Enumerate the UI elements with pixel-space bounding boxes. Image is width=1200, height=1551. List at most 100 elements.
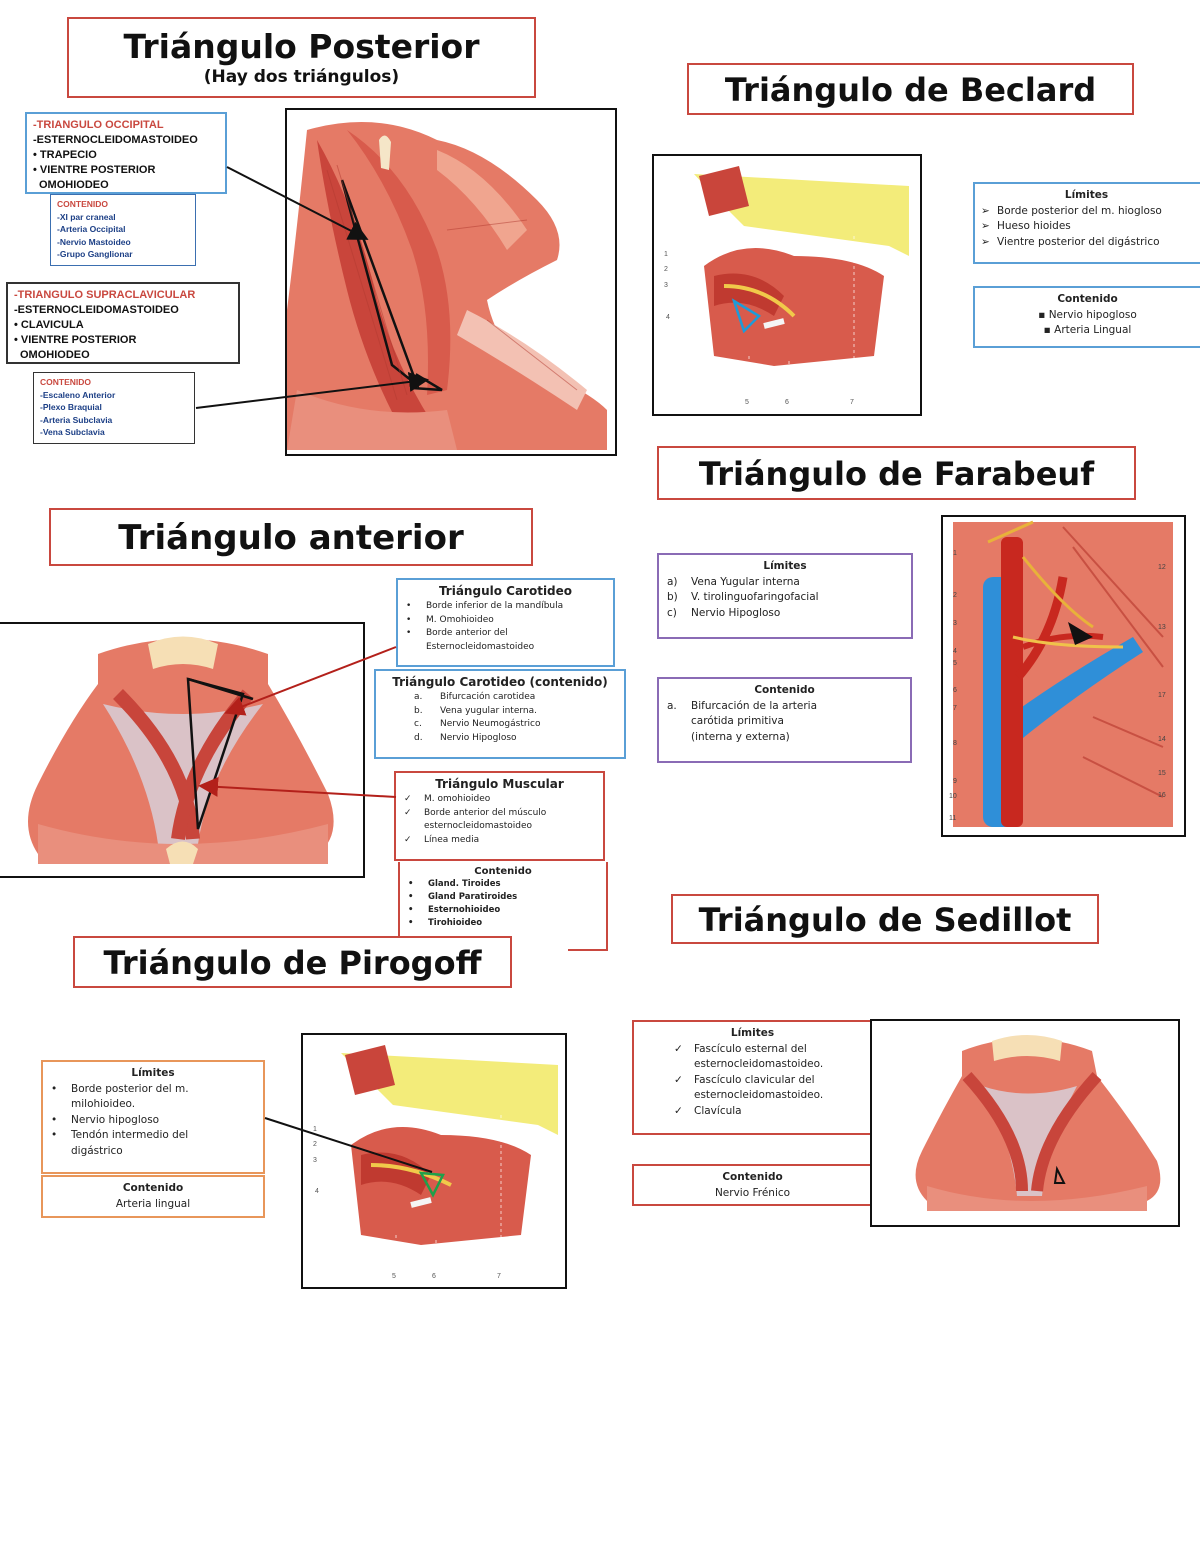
carotideo-contenido-box: Triángulo Carotideo (contenido) a.Bifurc… bbox=[374, 669, 626, 759]
farabeuf-figure-number: 13 bbox=[1158, 624, 1166, 631]
carotideo-box: Triángulo Carotideo •Borde inferior de l… bbox=[396, 578, 615, 667]
pirogoff-limit-item: digástrico bbox=[51, 1144, 255, 1160]
square-bullet-icon: ▪ bbox=[1043, 324, 1055, 336]
farabeuf-title-box: Triángulo de Farabeuf bbox=[657, 446, 1136, 500]
list-marker: a) bbox=[667, 575, 678, 588]
farabeuf-content-item: a. Bifurcación de la arteria carótida pr… bbox=[667, 699, 902, 746]
pirogoff-figure-number: 4 bbox=[315, 1188, 319, 1195]
pirogoff-limits-box: Límites •Borde posterior del m. milohioi… bbox=[41, 1060, 265, 1174]
supraclavicular-box: -TRIANGULO SUPRACLAVICULAR -ESTERNOCLEID… bbox=[6, 282, 240, 364]
sedillot-title: Triángulo de Sedillot bbox=[698, 901, 1072, 939]
check-icon: ✓ bbox=[674, 1073, 683, 1086]
muscular-list: ✓M. omohioideo ✓Borde anterior del múscu… bbox=[404, 793, 595, 847]
occipital-item: -ESTERNOCLEIDOMASTOIDEO bbox=[33, 134, 198, 146]
anterior-figure bbox=[0, 622, 365, 878]
muscular-text: esternocleidomastoideo bbox=[424, 821, 533, 831]
posterior-title-box: Triángulo Posterior (Hay dos triángulos) bbox=[67, 17, 536, 98]
beclard-content-heading: Contenido bbox=[1057, 293, 1118, 305]
beclard-figure-number: 7 bbox=[850, 399, 854, 406]
beclard-content-text: Nervio hipogloso bbox=[1048, 308, 1137, 321]
list-marker: b. bbox=[414, 705, 423, 716]
pirogoff-limit-text: Borde posterior del m. bbox=[71, 1082, 189, 1095]
occipital-content-box: CONTENIDO -XI par craneal -Arteria Occip… bbox=[50, 194, 196, 266]
carotideo-item: • M. Omohioideo bbox=[406, 614, 605, 628]
sedillot-limits-list: ✓Fascículo esternal del esternocleidomas… bbox=[642, 1042, 863, 1120]
sedillot-content-box: Contenido Nervio Frénico bbox=[632, 1164, 871, 1206]
occipital-heading: -TRIANGULO OCCIPITAL bbox=[33, 119, 164, 131]
farabeuf-limit-text: Nervio Hipogloso bbox=[691, 606, 781, 619]
carotideo-contenido-text: Nervio Hipogloso bbox=[440, 732, 517, 743]
beclard-figure-number: 6 bbox=[785, 399, 789, 406]
dot-bullet-icon: • bbox=[406, 614, 412, 625]
sedillot-title-box: Triángulo de Sedillot bbox=[671, 894, 1099, 944]
dot-bullet-icon: • bbox=[51, 1113, 58, 1126]
carotideo-text: Borde inferior de la mandíbula bbox=[426, 601, 564, 611]
muscular-item: ✓Borde anterior del músculo bbox=[404, 807, 595, 821]
muscular-item: esternocleidomastoideo bbox=[404, 820, 595, 834]
farabeuf-limit-item: b)V. tirolinguofaringofacial bbox=[667, 590, 903, 606]
pirogoff-figure-number: 6 bbox=[432, 1273, 436, 1280]
farabeuf-figure-number: 12 bbox=[1158, 564, 1166, 571]
carotideo-text: Esternocleidomastoideo bbox=[426, 641, 535, 652]
sedillot-limit-text: Fascículo clavicular del bbox=[694, 1073, 815, 1086]
supraclavicular-content-box: CONTENIDO -Escaleno Anterior -Plexo Braq… bbox=[33, 372, 195, 444]
beclard-figure-number: 3 bbox=[664, 282, 668, 289]
supraclavicular-item: -ESTERNOCLEIDOMASTOIDEO bbox=[14, 304, 179, 316]
tongue-region-illustration bbox=[694, 166, 909, 406]
farabeuf-figure-number: 4 bbox=[953, 648, 957, 655]
farabeuf-content-box: Contenido a. Bifurcación de la arteria c… bbox=[657, 677, 912, 763]
muscular-contenido-item: •Gland. Tiroides bbox=[408, 878, 598, 891]
sedillot-content-heading: Contenido bbox=[722, 1171, 783, 1183]
farabeuf-content-text: Bifurcación de la arteria bbox=[691, 699, 818, 712]
muscular-box: Triángulo Muscular ✓M. omohioideo ✓Borde… bbox=[394, 771, 605, 861]
muscular-item: ✓M. omohioideo bbox=[404, 793, 595, 807]
pirogoff-figure-number: 2 bbox=[313, 1141, 317, 1148]
muscular-item: ✓Línea media bbox=[404, 834, 595, 848]
list-marker: a. bbox=[414, 692, 423, 702]
beclard-title: Triángulo de Beclard bbox=[724, 71, 1097, 109]
pirogoff-content-item: Arteria lingual bbox=[115, 1197, 191, 1210]
beclard-figure: 1 2 3 4 5 6 7 bbox=[652, 154, 922, 416]
occipital-item: • TRAPECIO bbox=[33, 149, 97, 161]
carotideo-item: •Borde inferior de la mandíbula bbox=[406, 600, 605, 614]
pirogoff-limit-item: •Nervio hipogloso bbox=[51, 1113, 255, 1129]
pirogoff-figure-number: 7 bbox=[497, 1273, 501, 1280]
farabeuf-content-text: (interna y externa) bbox=[691, 730, 790, 743]
farabeuf-title: Triángulo de Farabeuf bbox=[698, 455, 1095, 493]
occipital-item: • VIENTRE POSTERIOR bbox=[33, 164, 156, 176]
farabeuf-figure-number: 11 bbox=[949, 815, 957, 822]
beclard-limit-text: Hueso hioides bbox=[997, 220, 1071, 232]
pirogoff-limits-list: •Borde posterior del m. milohioideo. •Ne… bbox=[51, 1082, 255, 1160]
farabeuf-content-heading: Contenido bbox=[754, 684, 815, 696]
carotideo-text: M. Omohioideo bbox=[426, 614, 494, 625]
neck-anterior-illustration bbox=[28, 636, 334, 864]
beclard-limit-item: ➢Hueso hioides bbox=[981, 219, 1192, 235]
farabeuf-figure-number: 15 bbox=[1158, 770, 1166, 777]
check-icon: ✓ bbox=[404, 834, 412, 845]
neck-vessels-illustration bbox=[953, 520, 1173, 827]
sedillot-limit-item: esternocleidomastoideo. bbox=[674, 1057, 863, 1073]
sedillot-limit-text: Clavícula bbox=[694, 1104, 742, 1117]
carotideo-item: Esternocleidomastoideo bbox=[406, 641, 605, 655]
supraclavicular-content-heading: CONTENIDO bbox=[40, 377, 91, 387]
dot-bullet-icon: • bbox=[408, 918, 414, 928]
muscular-contenido-text: Tirohioideo bbox=[428, 918, 483, 928]
arrow-bullet-icon: ➢ bbox=[981, 204, 990, 217]
supraclavicular-content-item: -Arteria Subclavia bbox=[40, 414, 113, 425]
occipital-content-item: -XI par craneal bbox=[57, 211, 116, 222]
beclard-limits-box: Límites ➢Borde posterior del m. hiogloso… bbox=[973, 182, 1200, 264]
list-marker: a. bbox=[667, 699, 677, 712]
list-marker: d. bbox=[414, 732, 423, 743]
occipital-content-item: -Arteria Occipital bbox=[57, 224, 126, 234]
supraclavicular-item: OMOHIODEO bbox=[20, 349, 90, 361]
farabeuf-limits-box: Límites a)Vena Yugular interna b)V. tiro… bbox=[657, 553, 913, 639]
muscular-contenido-text: Gland Paratiroides bbox=[428, 892, 518, 902]
carotideo-contenido-item: c.Nervio Neumogástrico bbox=[414, 718, 614, 732]
muscular-contenido-text: Esternohioideo bbox=[428, 905, 501, 915]
beclard-figure-number: 2 bbox=[664, 266, 668, 273]
sedillot-content-item: Nervio Frénico bbox=[714, 1186, 791, 1199]
posterior-figure bbox=[285, 108, 617, 456]
farabeuf-figure: 1 2 3 4 5 6 7 8 9 10 11 12 13 17 14 15 1… bbox=[941, 515, 1186, 837]
beclard-limit-item: ➢Vientre posterior del digástrico bbox=[981, 235, 1192, 251]
pirogoff-figure: 1 2 3 4 5 6 7 bbox=[301, 1033, 567, 1289]
